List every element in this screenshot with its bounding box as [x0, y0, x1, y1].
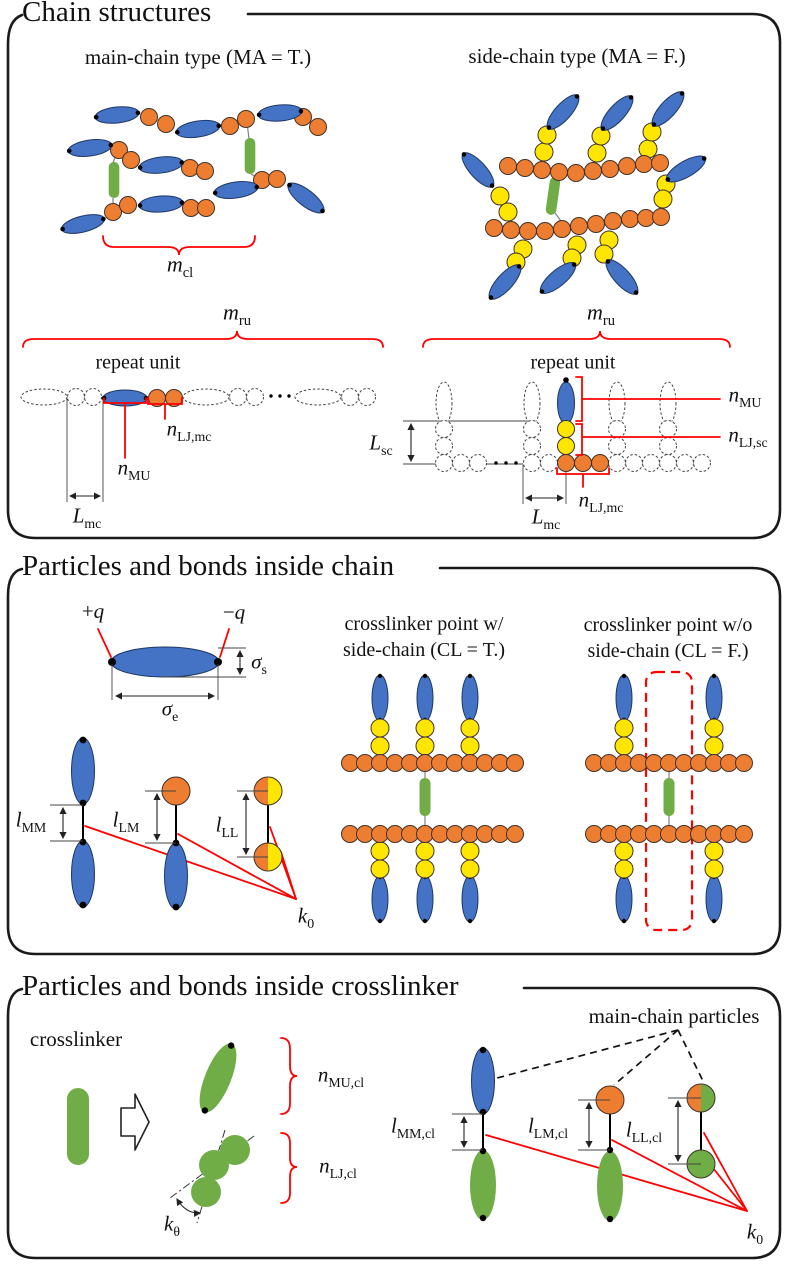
label-main-chain-particles: main-chain particles	[588, 1003, 760, 1028]
mesogen-ellipsoid-diagram	[97, 628, 246, 700]
label-l-MM-cl: lMM,cl	[391, 1113, 435, 1141]
label-L-sc: Lsc	[369, 430, 393, 458]
label-n-MU-cl: nMU,cl	[317, 1062, 365, 1090]
crosslinker-decomposition-drawing	[67, 1037, 298, 1224]
label-n-LJ-mc-side: nLJ,mc	[578, 487, 624, 515]
label-sigma-s: σs	[251, 649, 267, 677]
label-L-mc-side: Lmc	[531, 504, 561, 532]
panel-title-chain-structures: Chain structures	[22, 0, 212, 28]
heading-side-chain-type: side-chain type (MA = F.)	[468, 43, 686, 68]
repeat-unit-diagram-main-chain	[20, 330, 384, 502]
label-l-LM-cl: lLM,cl	[527, 1113, 569, 1141]
label-n-MU-main: nMU	[117, 455, 151, 483]
label-n-LJ-sc: nLJ,sc	[728, 422, 768, 450]
label-sigma-e: σe	[161, 696, 179, 724]
heading-crosslink-without-sidechain: crosslinker point w/o side-chain (CL = F…	[583, 614, 753, 662]
crosslink-without-sidechain-drawing	[585, 670, 753, 932]
label-m-ru-side: mru	[587, 299, 615, 330]
repeat-unit-diagram-side-chain	[403, 330, 731, 504]
label-minus-q: −q	[222, 599, 246, 624]
label-l-LL-cl: lLL,cl	[625, 1117, 663, 1145]
label-n-LJ-mc-main: nLJ,mc	[166, 416, 212, 444]
side-chain-network-drawing	[455, 85, 711, 306]
label-k0-crosslinker: k0	[746, 1219, 764, 1247]
label-m-cl: mcl	[166, 251, 194, 282]
label-l-MM: lMM	[15, 807, 47, 835]
crosslink-with-sidechain-drawing	[341, 674, 524, 923]
label-k0-chain: k0	[297, 903, 315, 931]
label-repeat-unit-side: repeat unit	[530, 351, 616, 374]
label-repeat-unit-main: repeat unit	[95, 351, 181, 374]
label-m-ru-main: mru	[223, 299, 251, 330]
heading-crosslink-with-sidechain: crosslinker point w/ side-chain (CL = T.…	[343, 613, 505, 661]
label-k-theta: kθ	[164, 1211, 180, 1239]
panel-title-particles-crosslinker: Particles and bonds inside crosslinker	[22, 970, 459, 1002]
label-L-mc-main: Lmc	[72, 503, 102, 531]
panel-borders	[6, 12, 782, 1260]
heading-main-chain-type: main-chain type (MA = T.)	[84, 44, 312, 69]
bond-length-diagrams-chain	[50, 736, 297, 911]
panel-title-particles-chain: Particles and bonds inside chain	[22, 550, 395, 582]
label-n-LJ-cl: nLJ,cl	[319, 1153, 357, 1181]
label-l-LM: lLM	[112, 807, 140, 835]
main-chain-network-drawing	[57, 102, 330, 256]
label-plus-q: +q	[81, 598, 105, 623]
label-l-LL: lLL	[215, 812, 239, 840]
label-n-MU-side: nMU	[728, 382, 762, 410]
bond-length-diagrams-crosslinker	[452, 1029, 748, 1223]
label-crosslinker: crosslinker	[29, 1026, 123, 1051]
